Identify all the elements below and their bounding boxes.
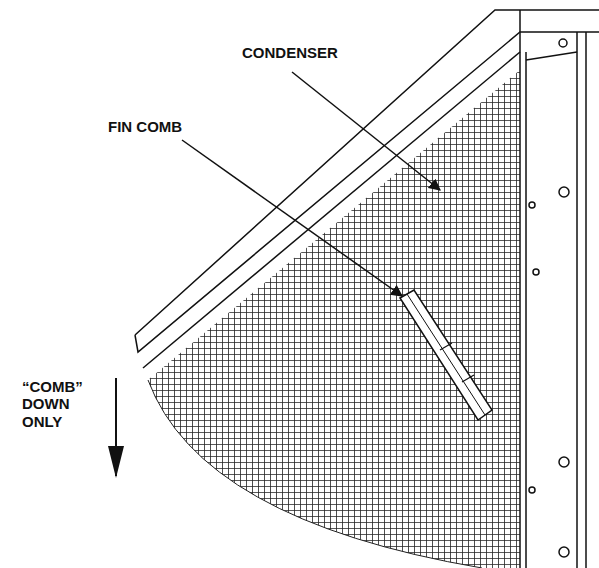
cabinet-outline (135, 10, 599, 568)
leader-line (182, 140, 402, 296)
coil-cutaway-edge (148, 380, 482, 568)
fin-comb (400, 290, 492, 420)
part-label: CONDENSER (242, 44, 338, 61)
part-label: FIN COMB (108, 118, 182, 135)
instruction-note: “COMB” DOWN ONLY (22, 378, 83, 430)
direction-arrowhead (108, 446, 124, 478)
panel-screws (529, 39, 569, 557)
leader-line (292, 72, 440, 190)
